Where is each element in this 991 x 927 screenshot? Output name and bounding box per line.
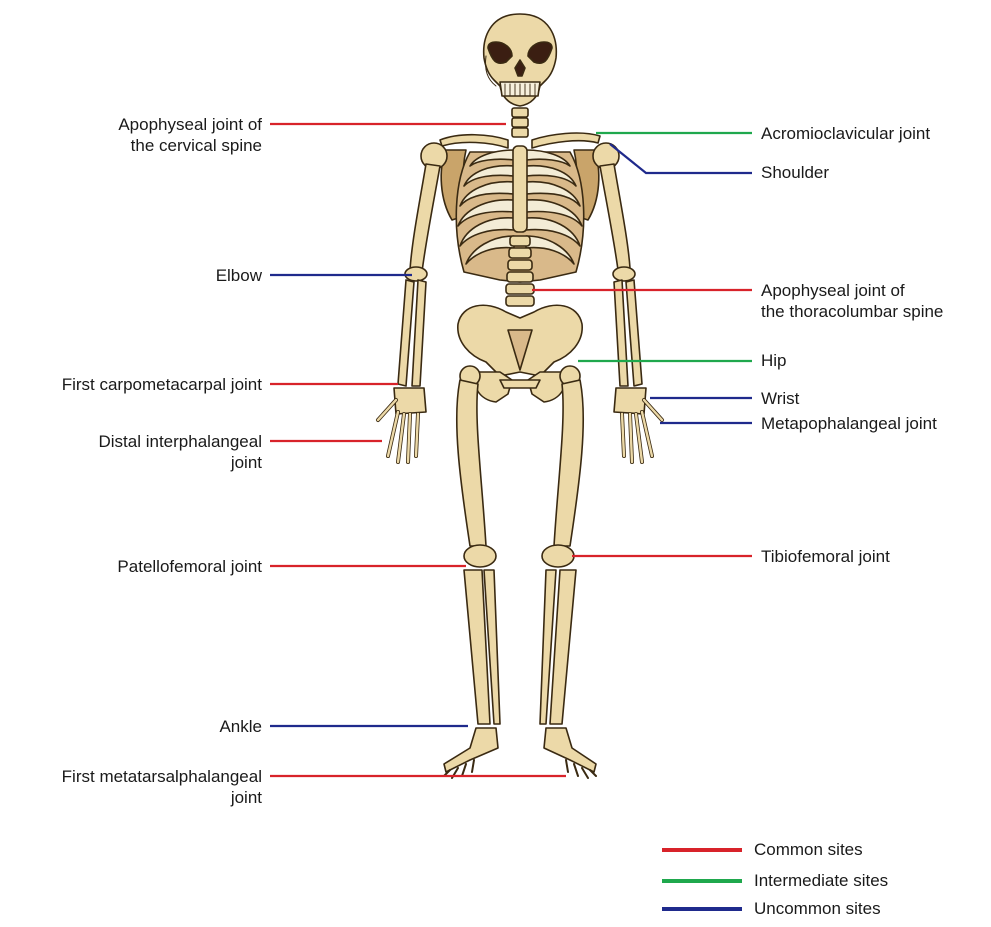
right-arm (593, 143, 642, 386)
label-patellofemoral: Patellofemoral joint (117, 556, 262, 577)
cervical-spine (512, 108, 528, 137)
left-arm (398, 143, 447, 386)
label-tibiofemoral: Tibiofemoral joint (761, 546, 890, 567)
right-leg (540, 380, 596, 778)
label-ankle: Ankle (219, 716, 262, 737)
label-elbow: Elbow (216, 265, 262, 286)
label-shoulder: Shoulder (761, 162, 829, 183)
legend-swatch-uncommon (662, 907, 742, 911)
skull (484, 14, 557, 106)
leader-shoulder (610, 144, 752, 173)
skeleton-illustration (378, 14, 662, 778)
label-metapophalangeal: Metapophalangeal joint (761, 413, 937, 434)
left-clavicle (440, 135, 508, 148)
legend-swatch-intermediate (662, 879, 742, 883)
legend-label-uncommon: Uncommon sites (754, 898, 881, 920)
label-acromioclavicular: Acromioclavicular joint (761, 123, 930, 144)
legend-label-common: Common sites (754, 839, 863, 861)
label-apophyseal-cervical: Apophyseal joint of the cervical spine (118, 114, 262, 156)
label-first-metatarsalphalangeal: First metatarsalphalangeal joint (62, 766, 262, 808)
label-hip: Hip (761, 350, 787, 371)
label-first-carpometacarpal: First carpometacarpal joint (62, 374, 262, 395)
label-distal-interphalangeal: Distal interphalangeal joint (99, 431, 263, 473)
label-wrist: Wrist (761, 388, 799, 409)
legend-label-intermediate: Intermediate sites (754, 870, 888, 892)
right-clavicle (532, 133, 600, 148)
left-hand (378, 388, 426, 462)
left-leg (444, 380, 500, 778)
label-apophyseal-thoracolumbar: Apophyseal joint of the thoracolumbar sp… (761, 280, 943, 322)
legend-swatch-common (662, 848, 742, 852)
